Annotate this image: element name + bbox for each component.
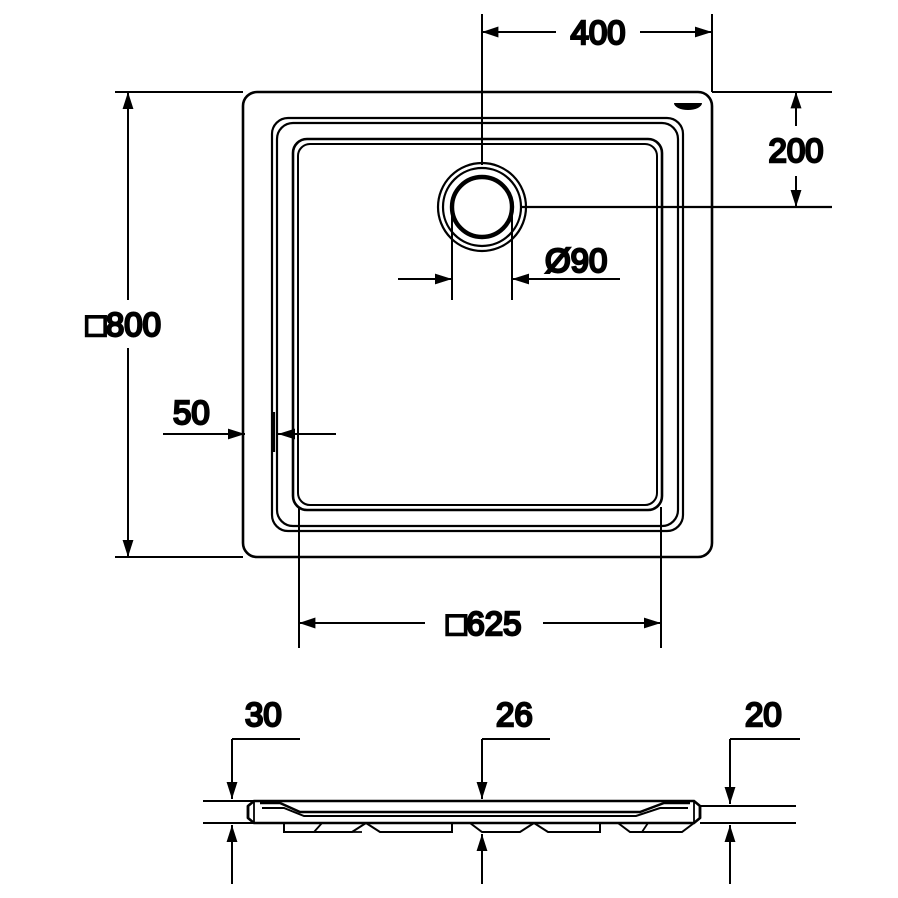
section-rib-left [283, 822, 367, 833]
dimension-label-400: 400 [570, 14, 625, 51]
dimension-label-d90: Ø90 [545, 242, 607, 279]
dimension-20 [700, 738, 800, 884]
dimension-26 [476, 738, 550, 884]
dimension-625 [298, 507, 662, 648]
dimension-label-200: 200 [768, 132, 823, 169]
drain-middle-circle [441, 166, 523, 248]
dimension-200 [520, 91, 832, 209]
section-rib-center-right [533, 822, 601, 833]
tray-rim-line-inner [275, 121, 680, 528]
drain-inner-circle [449, 174, 515, 240]
dimension-label-50: 50 [173, 394, 210, 431]
section-rib-right [617, 822, 695, 833]
section-profile-group [246, 799, 702, 833]
dimension-800 [115, 91, 243, 558]
tray-outer-edge [241, 90, 714, 559]
section-deck-line [260, 801, 690, 814]
section-rib-left-inner [311, 822, 362, 833]
brand-mark-icon [674, 103, 702, 110]
tray-basin-inner [297, 143, 658, 506]
section-deck-line-2 [262, 807, 688, 817]
dimension-label-30: 30 [245, 696, 282, 733]
section-rib-center-left [365, 822, 453, 833]
dimension-label-625: □625 [447, 605, 522, 642]
dimension-label-26: 26 [496, 696, 533, 733]
tray-outline-group [241, 90, 714, 559]
tray-rim-line-outer [270, 116, 685, 533]
dimension-50 [163, 412, 336, 452]
dimension-label-20: 20 [745, 696, 782, 733]
dimension-label-800: □800 [86, 306, 161, 343]
tray-basin-outer [291, 137, 664, 512]
dimension-400 [481, 14, 713, 165]
dimension-d90 [398, 207, 620, 300]
section-rib-center [469, 822, 535, 833]
section-rib-right-inner [640, 822, 678, 833]
dimension-30 [203, 738, 320, 884]
